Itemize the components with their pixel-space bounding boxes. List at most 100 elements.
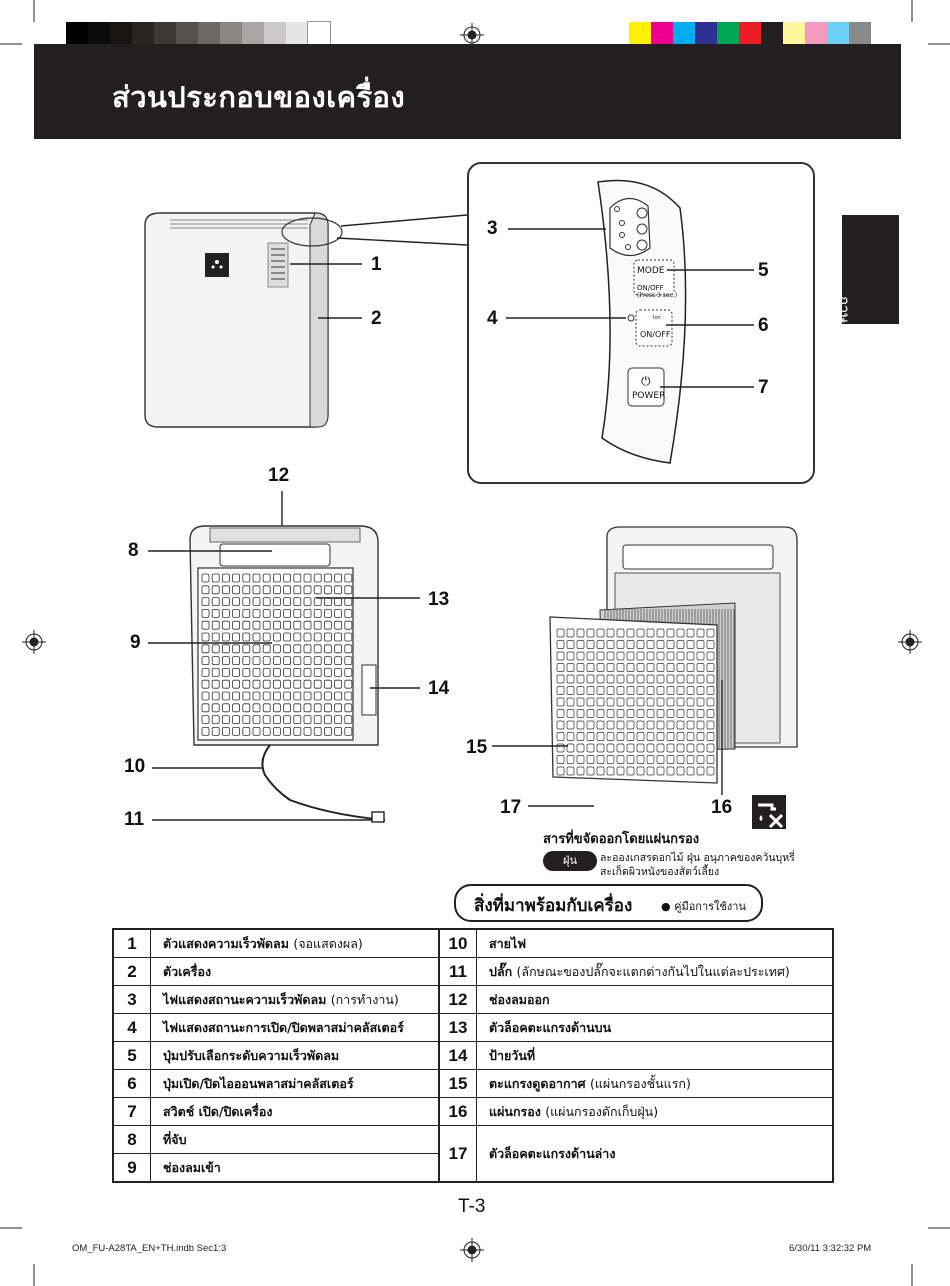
part-name-cell: ช่องลมออก [476,985,834,1014]
grille-slot [616,651,625,661]
grille-slot [646,709,655,718]
grille-slot [242,667,251,677]
part-label: ปุ่มปรับเลือกระดับความเร็วพัดลม [163,1047,340,1063]
grille-slot [242,715,251,725]
exploded-view-illustration [549,526,798,784]
grille-slot [283,656,291,666]
grille-slot [273,679,281,689]
part-label: ช่องลมออก [489,991,550,1007]
grille-slot [211,585,220,595]
grille-slot [344,656,353,666]
grille-slot [222,644,230,654]
grille-slot [706,686,715,695]
part-name-cell: สายไฟ [476,928,834,958]
grille-slot [211,597,220,606]
grille-slot [636,628,645,638]
grille-slot [686,732,695,741]
grille-slot [334,679,343,689]
grille-slot [696,755,705,764]
part-name-cell: ตัวล็อคตะแกรงด้านบน [476,1013,834,1042]
grille-slot [656,743,665,753]
ion-onoff-label: ON/OFF [640,330,671,339]
grille-slot [636,766,645,776]
grille-slot [283,573,291,583]
grille-slot [252,597,261,606]
callout-11: 11 [124,809,145,830]
part-number: 7 [112,1097,151,1126]
callout-8: 8 [128,540,139,561]
grille-slot [222,620,230,630]
grille-slot [646,732,655,741]
grille-slot [696,743,705,753]
grille-slot [696,697,705,707]
grille-slot [262,632,271,642]
part-note: (จอแสดงผล) [293,935,363,951]
grille-slot [313,667,322,677]
grille-slot [636,755,645,764]
grille-slot [616,709,625,718]
grille-slot [252,656,261,666]
grille-slot [646,697,655,707]
part-note: (แผ่นกรองดักเก็บฝุ่น) [545,1103,659,1119]
callout-9: 9 [130,632,141,653]
callout-12: 12 [268,465,290,486]
grille-slot [303,703,312,713]
grille-slot [303,644,312,654]
grille-slot [566,628,575,638]
grille-slot [696,709,705,718]
grille-slot [273,703,281,713]
grille-slot [686,697,695,707]
grille-slot [696,732,705,741]
grille-slot [596,720,605,730]
callout-1: 1 [371,254,382,275]
mode-button[interactable] [633,259,675,296]
grille-slot [211,715,220,725]
grille-slot [666,640,675,649]
grille-slot [626,640,635,649]
grille-slot [262,703,271,713]
grille-slot [596,732,605,741]
page-number: T-3 [458,1196,486,1217]
grille-slot [252,585,261,595]
grille-slot [262,573,271,583]
grille-slot [313,703,322,713]
grille-slot [334,667,343,677]
part-name-cell: ตัวแสดงความเร็วพัดลม (จอแสดงผล) [150,928,440,958]
language-tab: ภาษาไทย [835,215,899,358]
grille-slot [576,743,585,753]
grille-slot [676,628,685,638]
grille-slot [313,726,322,736]
grille-slot [232,691,240,701]
grille-slot [201,703,210,713]
grille-slot [334,573,343,583]
grille-slot [273,726,281,736]
grille-slot [242,644,251,654]
grille-slot [273,573,281,583]
grille-slot [656,697,665,707]
ion-onoff-button[interactable] [635,309,673,347]
grille-slot [283,726,291,736]
grille-slot [283,703,291,713]
grille-slot [576,686,585,695]
grille-slot [201,656,210,666]
grille-slot [313,632,322,642]
grille-slot [201,726,210,736]
grille-slot [666,743,675,753]
grille-slot [232,585,240,595]
grille-slot [696,674,705,684]
accessories-title: สิ่งที่มาพร้อมกับเครื่อง [474,896,633,916]
grille-slot [273,632,281,642]
grille-slot [626,686,635,695]
grille-slot [293,597,302,606]
grille-slot [222,726,230,736]
grille-slot [262,644,271,654]
grille-slot [616,640,625,649]
part-label: ป้ายวันที่ [489,1047,536,1063]
grille-slot [232,620,240,630]
grille-slot [626,732,635,741]
grille-slot [566,640,575,649]
